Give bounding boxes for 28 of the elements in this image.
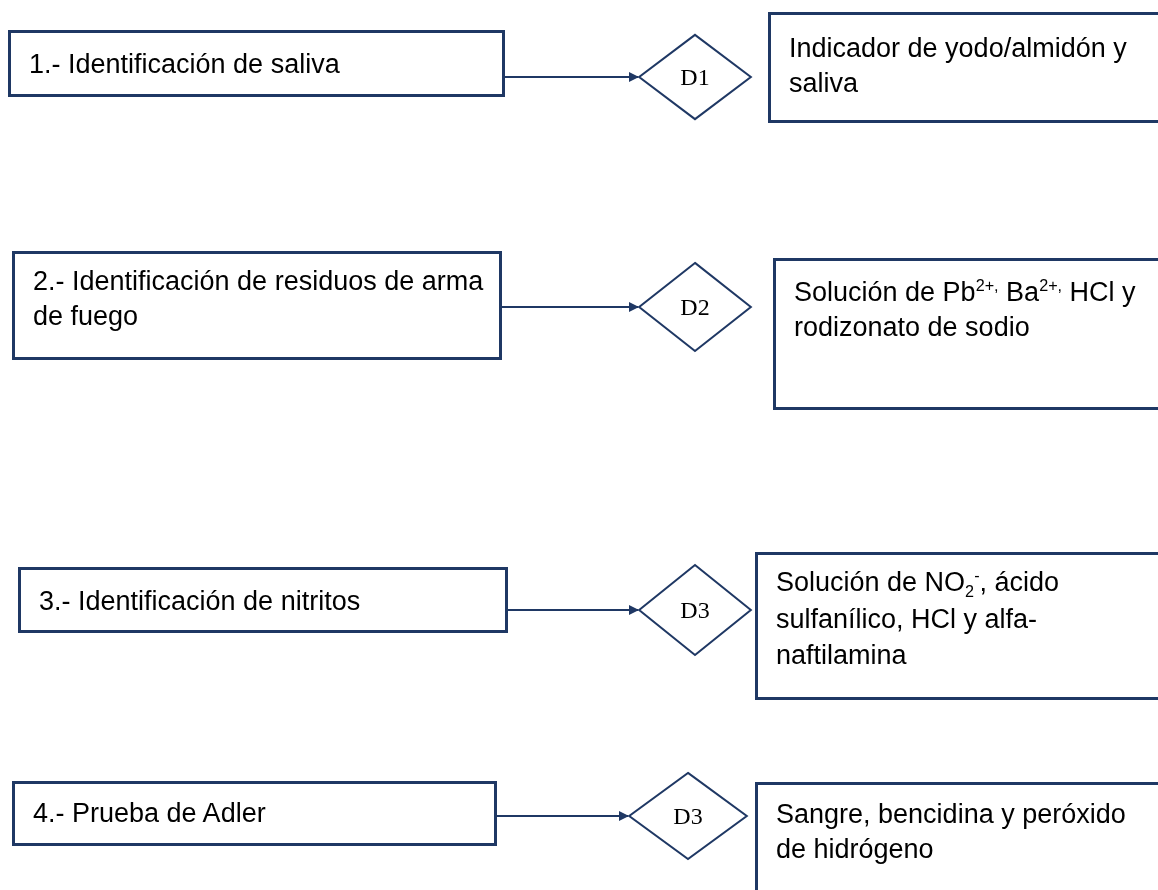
decision-diamond	[638, 564, 752, 656]
process-box	[12, 251, 502, 360]
node-text: D1	[679, 63, 711, 91]
node-text: 1.- Identificación de saliva	[29, 48, 341, 81]
node-text: 2.- Identificación de residuos de arma de fuego	[33, 265, 485, 334]
process-box	[8, 30, 505, 97]
process-box	[12, 781, 497, 846]
decision-diamond	[638, 34, 752, 120]
node-text: Solución de Pb$^{2+,}$ Ba$^{2+,}$ HCl y rodizonato de sodio	[794, 275, 1137, 345]
node-text: Sangre, bencidina y peróxido de hidrógeno	[776, 798, 1127, 867]
node-text: D2	[679, 293, 711, 321]
node-text: D3	[672, 802, 704, 830]
arrow	[501, 302, 639, 312]
decision-diamond	[628, 772, 748, 860]
arrow	[504, 72, 639, 82]
node-text: Solución de NO$_{2}$$^{-}$, ácido sulfanílico, HCl y alfa-naftilamina	[776, 565, 1061, 672]
process-box	[773, 258, 1158, 410]
process-box	[755, 782, 1158, 890]
process-box	[18, 567, 508, 633]
node-text: 3.- Identificación de nitritos	[39, 585, 362, 618]
process-box	[755, 552, 1158, 700]
node-text: Indicador de yodo/almidón y saliva	[789, 32, 1128, 101]
node-text: 4.- Prueba de Adler	[33, 797, 267, 830]
arrow	[496, 811, 629, 821]
node-text: D3	[679, 596, 711, 624]
decision-diamond	[638, 262, 752, 352]
process-box	[768, 12, 1158, 123]
arrow	[507, 605, 639, 615]
